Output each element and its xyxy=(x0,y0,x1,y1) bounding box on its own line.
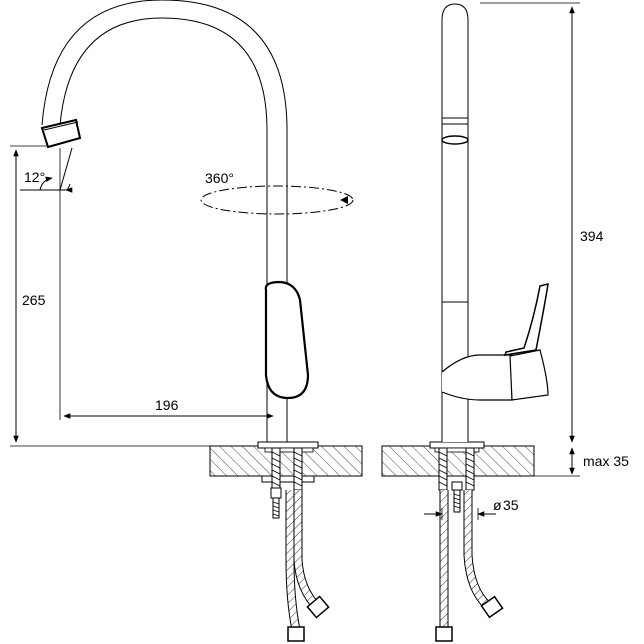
lever-handle-side xyxy=(503,283,549,356)
spout-side xyxy=(441,3,469,442)
total-height-label: 394 xyxy=(580,228,604,244)
diameter-icon: ø xyxy=(493,497,502,513)
tilt-angle-label: 12° xyxy=(24,169,45,185)
front-view: 360° 12° 265 196 xyxy=(10,0,363,642)
reach-label: 196 xyxy=(155,397,179,413)
lever-handle-front xyxy=(264,280,310,400)
side-view: 394 max 35 ø 35 xyxy=(381,2,629,642)
spout-height-label: 265 xyxy=(22,292,46,308)
rotation-ellipse xyxy=(200,185,354,215)
spout-left xyxy=(59,17,268,330)
rotation-label: 360° xyxy=(205,170,234,186)
hole-diameter-label: 35 xyxy=(503,497,519,513)
max-thickness-label: max 35 xyxy=(583,453,629,469)
